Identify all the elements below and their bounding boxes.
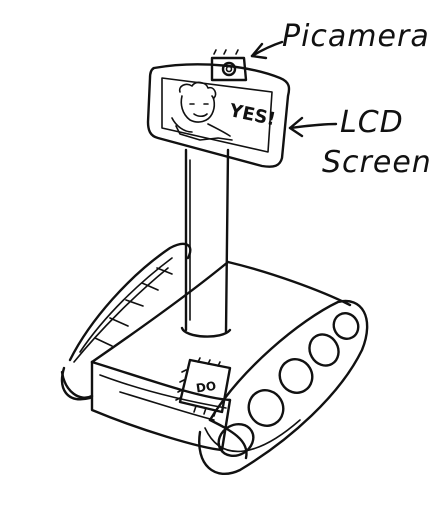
right-track [199, 301, 367, 474]
lcd-label-line2: Screen [322, 145, 432, 180]
lcd-label-line1: LCD [340, 105, 404, 140]
picamera-label: Picamera [282, 19, 430, 54]
face-drawing [172, 82, 232, 140]
camera-arrow [252, 42, 282, 58]
screen-text: YES! [227, 100, 278, 130]
left-track [62, 244, 190, 399]
pole [182, 150, 230, 337]
lcd-arrow [290, 118, 336, 136]
board-label: DO [195, 379, 217, 396]
